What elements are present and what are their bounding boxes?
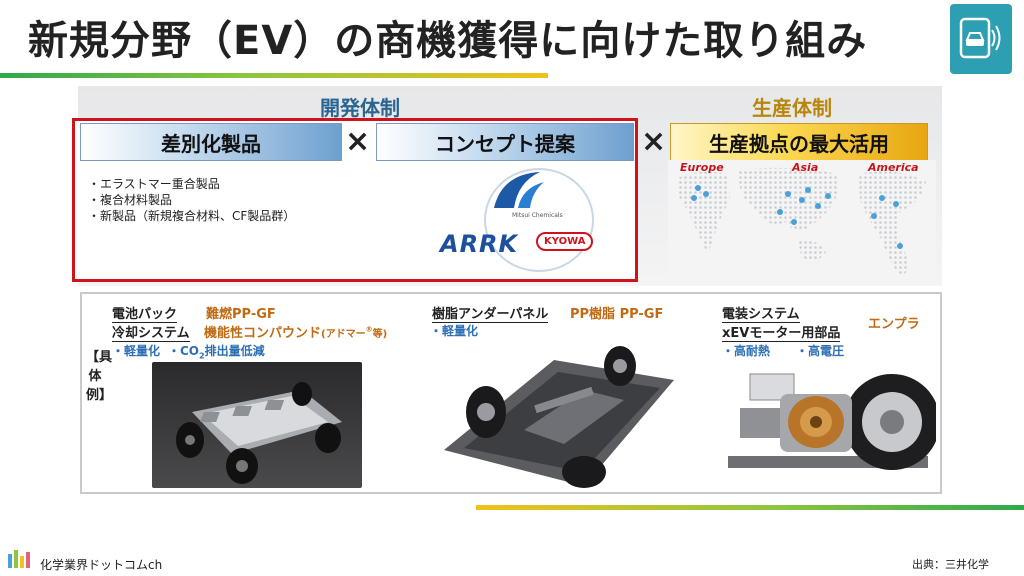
battery-pack-label: 電池パック: [112, 303, 178, 323]
mitsui-caption: Mitsui Chemicals: [512, 212, 563, 219]
ev-motor-image: [720, 360, 936, 488]
kyowa-logo: KYOWA: [536, 232, 594, 251]
list-item: 複合材料製品: [88, 192, 295, 208]
battery-chassis-image: [152, 362, 362, 488]
electrical-system-label: 電装システム: [722, 303, 800, 323]
footer-source: 出典：三井化学: [912, 558, 989, 571]
development-heading: 開発体制: [320, 96, 400, 120]
cooling-system-label: 冷却システム: [112, 322, 190, 342]
world-map-graphic: [677, 167, 926, 276]
company-logo: [950, 4, 1012, 74]
region-label: America: [868, 161, 919, 174]
list-item: エラストマー重合製品: [88, 176, 295, 192]
production-sites-box: 生産拠点の最大活用: [670, 123, 928, 161]
world-map: [668, 160, 936, 280]
product-list: エラストマー重合製品 複合材料製品 新製品（新規複合材料、CF製品群）: [88, 176, 295, 224]
electrical-benefit-voltage: ・高電圧: [796, 344, 845, 358]
examples-side-label: 【具体例】: [86, 350, 113, 403]
underbody-panel-label: 樹脂アンダーパネル: [432, 303, 549, 323]
partner-ring: [484, 168, 594, 272]
page-title: 新規分野（EV）の商機獲得に向けた取り組み: [28, 18, 868, 64]
region-label: Europe: [680, 161, 724, 174]
electrical-benefit-heat: ・高耐熱: [722, 344, 771, 358]
differentiated-products-box: 差別化製品: [80, 123, 342, 161]
underbody-material: PP樹脂 PP-GF: [570, 307, 664, 322]
mitsui-chemicals-logo: [494, 172, 544, 208]
electrical-material: エンプラ: [868, 317, 920, 332]
arrk-logo: ARRK: [440, 230, 519, 258]
car-signal-icon: [959, 17, 1001, 59]
title-underline: [0, 73, 548, 78]
underbody-benefit: ・軽量化: [430, 324, 479, 338]
list-item: 新製品（新規複合材料、CF製品群）: [88, 208, 295, 224]
battery-benefit-co2: ・CO2排出量低減: [168, 344, 265, 361]
times-symbol: ×: [641, 124, 667, 159]
footer-divider: [476, 505, 1024, 510]
concept-proposal-box: コンセプト提案: [376, 123, 634, 161]
production-sites-label: 生産拠点の最大活用: [709, 131, 889, 156]
channel-logo-icon: [8, 550, 30, 568]
cooling-material: 機能性コンパウンド(アドマー®等): [204, 325, 388, 341]
times-symbol: ×: [345, 124, 371, 159]
underbody-image: [434, 340, 678, 488]
battery-benefit-weight: ・軽量化: [112, 344, 161, 358]
battery-material: 難燃PP-GF: [206, 307, 276, 322]
production-heading: 生産体制: [752, 96, 832, 120]
region-label: Asia: [792, 161, 819, 174]
concept-proposal-label: コンセプト提案: [435, 131, 575, 156]
differentiated-products-label: 差別化製品: [161, 131, 261, 156]
motor-parts-label: xEVモーター用部品: [722, 322, 841, 342]
footer-site-name: 化学業界ドットコムch: [40, 558, 163, 572]
